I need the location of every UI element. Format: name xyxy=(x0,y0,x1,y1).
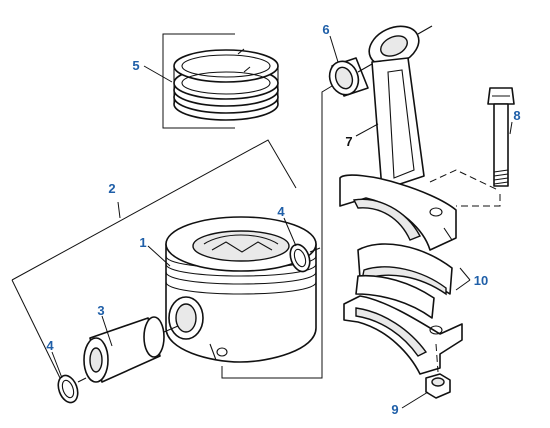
callout-10: 10 xyxy=(474,273,488,288)
callout-4-left: 4 xyxy=(46,338,54,353)
rod-nut xyxy=(425,373,451,399)
callout-7: 7 xyxy=(345,134,352,149)
piston-to-rod-bracket xyxy=(221,85,333,379)
callout-2: 2 xyxy=(108,181,115,196)
snap-ring-left xyxy=(57,374,87,404)
bearing-shell-lower xyxy=(355,274,435,319)
bearing-shell-upper xyxy=(357,243,453,296)
assembly-bracket xyxy=(11,139,297,379)
small-end-bushing xyxy=(328,57,373,97)
snap-ring-right xyxy=(289,243,321,273)
callout-9: 9 xyxy=(391,402,398,417)
piston-pin xyxy=(83,316,179,383)
rod-cap xyxy=(343,295,463,375)
callout-8: 8 xyxy=(513,108,520,123)
rod-bolt xyxy=(429,87,515,207)
connecting-rod xyxy=(339,25,457,251)
piston-ring-set xyxy=(162,33,279,129)
callout-1: 1 xyxy=(139,235,146,250)
callout-5: 5 xyxy=(132,58,139,73)
piston xyxy=(165,216,317,363)
callouts: 1 2 3 4 4 5 6 7 8 9 10 xyxy=(46,22,520,417)
callout-3: 3 xyxy=(97,303,104,318)
callout-4-right: 4 xyxy=(277,204,285,219)
leader-lines xyxy=(51,35,513,409)
callout-6: 6 xyxy=(322,22,329,37)
